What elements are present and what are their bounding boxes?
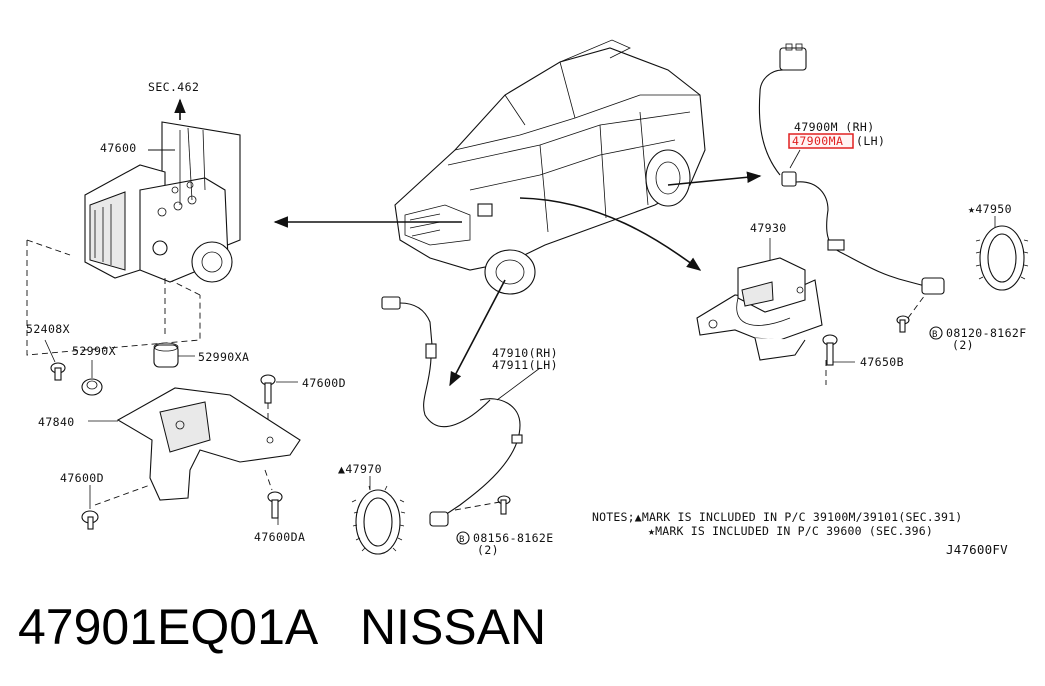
bolt-52408x bbox=[44, 339, 66, 381]
label-47910: 47910(RH) bbox=[492, 346, 558, 360]
bolt-mark-b-left bbox=[456, 531, 470, 545]
label-08120-qty: (2) bbox=[952, 338, 974, 352]
label-52990x: 52990X bbox=[72, 344, 116, 358]
sensor-harness-47900m bbox=[758, 43, 945, 333]
sensor-rotor-47970 bbox=[351, 476, 406, 555]
bolt-mark-b-right bbox=[929, 326, 943, 340]
label-bolt-b-right: B bbox=[932, 330, 938, 340]
label-47840: 47840 bbox=[38, 415, 75, 429]
label-47600d-bottom: 47600D bbox=[60, 471, 104, 485]
highlight-box-47900ma bbox=[788, 133, 854, 149]
bolt-47600da bbox=[264, 469, 283, 525]
bushing-52990xa bbox=[153, 342, 195, 368]
footer-caption: 47901EQ01A NISSAN bbox=[18, 598, 546, 656]
label-47600d-top: 47600D bbox=[302, 376, 346, 390]
sensor-rotor-47950 bbox=[975, 216, 1029, 291]
label-52408x: 52408X bbox=[26, 322, 70, 336]
note-line-2: ★MARK IS INCLUDED IN P/C 39600 (SEC.396) bbox=[648, 524, 933, 538]
label-52990xa: 52990XA bbox=[198, 350, 249, 364]
label-47900m: 47900M (RH) bbox=[794, 120, 875, 134]
label-47900ma-side: (LH) bbox=[856, 134, 885, 148]
diagram-code: J47600FV bbox=[946, 542, 1008, 557]
bracket-47840 bbox=[88, 387, 301, 506]
notes: NOTES;▲MARK IS INCLUDED IN P/C 39100M/39… bbox=[592, 510, 1008, 557]
label-08156-qty: (2) bbox=[477, 543, 499, 557]
note-line-1: NOTES;▲MARK IS INCLUDED IN P/C 39100M/39… bbox=[592, 510, 962, 524]
abs-actuator-47600 bbox=[26, 121, 241, 356]
grommet-52990x bbox=[81, 360, 103, 396]
control-unit-47930 bbox=[696, 238, 855, 385]
label-bolt-b-left: B bbox=[459, 535, 465, 545]
sensor-harness-47910 bbox=[381, 296, 541, 527]
label-08156: 08156-8162E bbox=[473, 531, 554, 545]
label-47650b: 47650B bbox=[860, 355, 904, 369]
label-sec462: SEC.462 bbox=[148, 80, 199, 94]
label-47930: 47930 bbox=[750, 221, 787, 235]
callout-arrows bbox=[174, 98, 762, 387]
part-number: 47901EQ01A bbox=[18, 599, 319, 655]
label-47950: ★47950 bbox=[968, 202, 1012, 216]
label-47970: ▲47970 bbox=[338, 462, 382, 476]
label-47600da: 47600DA bbox=[254, 530, 305, 544]
bolt-47600d-bottom bbox=[81, 485, 99, 530]
brand-name: NISSAN bbox=[359, 599, 547, 655]
label-47911: 47911(LH) bbox=[492, 358, 558, 372]
part-labels: SEC.462 47600 52408X 52990X 52990XA 4760… bbox=[26, 80, 1027, 557]
label-47900ma: 47900MA bbox=[792, 134, 843, 148]
vehicle-illustration bbox=[394, 39, 706, 295]
label-08120: 08120-8162F bbox=[946, 326, 1027, 340]
label-47600: 47600 bbox=[100, 141, 137, 155]
